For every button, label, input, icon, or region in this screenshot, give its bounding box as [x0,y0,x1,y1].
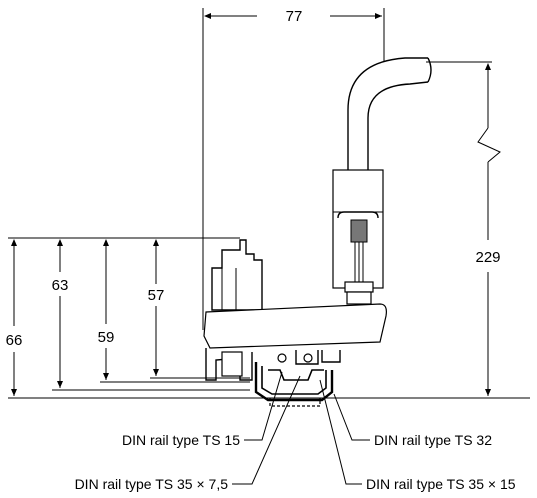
screw-nut [344,281,374,293]
leader-ts15 [244,371,283,441]
cable-outer [347,57,428,170]
height-dimension-right: 229 [426,61,501,396]
din-rail-profile-ts32 [269,398,321,407]
cable-inner [367,81,429,170]
width-dimension: 77 [202,8,385,330]
height-57-value: 57 [148,287,165,304]
device-body [203,57,432,407]
base-housing [203,303,387,349]
label-ts15: DIN rail type TS 15 [122,432,240,448]
callout-leaders [232,371,370,485]
din-rail-profile-ts15 [261,366,327,395]
height-59-value: 59 [98,329,115,346]
label-ts35-15: DIN rail type TS 35 × 15 [366,476,516,492]
leader-ts32 [333,393,370,441]
height-63-value: 63 [52,277,69,294]
label-ts35-75: DIN rail type TS 35 × 7,5 [75,476,229,492]
left-dimensions: 66 63 59 57 [6,239,250,396]
din-rail-profile-ts35 [254,362,334,402]
leader-ts35-75 [232,375,301,485]
height-66-value: 66 [6,332,23,349]
width-value: 77 [286,8,303,25]
label-ts32: DIN rail type TS 32 [374,432,492,448]
terminal-block [211,239,263,311]
screw-head [350,219,368,243]
leader-ts35-15 [319,379,362,485]
break-symbol [477,127,501,163]
height-229-value: 229 [475,249,500,266]
